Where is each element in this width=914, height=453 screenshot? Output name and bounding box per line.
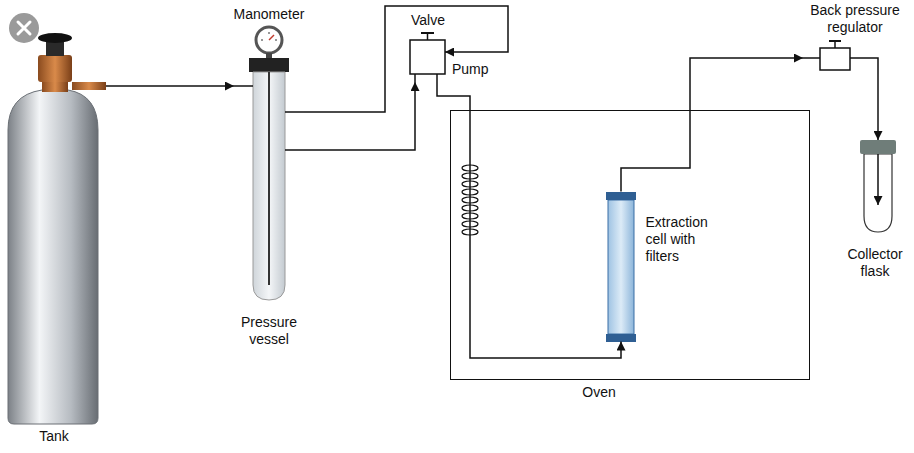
coil-winding <box>462 189 478 195</box>
flow-line <box>877 74 879 140</box>
collector-flask <box>860 140 896 232</box>
coil-winding <box>462 213 478 219</box>
part-label: Manometer <box>229 6 309 23</box>
node-label: Back pressure regulator <box>803 2 907 36</box>
flow-line <box>106 85 234 87</box>
coil-winding <box>462 205 478 211</box>
node-label: Pump <box>452 61 498 78</box>
valve-pump <box>410 33 445 82</box>
extraction-cell: Extraction cell with filters <box>598 192 758 342</box>
pressure-vessel <box>234 27 304 300</box>
back-pressure-regulator: Back pressure regulator <box>803 2 907 74</box>
node-label: Valve <box>406 12 450 29</box>
coil-winding <box>462 229 478 235</box>
collector-flask: Collector flask <box>840 140 910 280</box>
flow-line <box>437 82 621 358</box>
back-pressure-regulator <box>803 41 878 74</box>
oven-box: OvenExtraction cell with filters <box>450 110 810 380</box>
flow-line <box>304 82 415 150</box>
extraction-cell <box>606 192 636 342</box>
node-label: Pressure vessel <box>234 314 304 348</box>
node-label: Extraction cell with filters <box>646 214 728 265</box>
coil-winding <box>462 221 478 227</box>
coil-winding <box>462 165 478 171</box>
pressure-vessel: Pressure vessel <box>234 24 304 355</box>
node-label: Collector flask <box>840 246 910 280</box>
valve-pump: ValvePump <box>400 12 500 82</box>
gas-tank <box>8 13 106 424</box>
coil-winding <box>462 197 478 203</box>
node-label: Oven <box>569 384 629 401</box>
coil-winding <box>462 181 478 187</box>
bypass-line <box>304 6 508 112</box>
flow-line <box>621 58 803 192</box>
gas-tank: Tank <box>2 4 106 450</box>
node-label: Tank <box>2 428 106 445</box>
coil-winding <box>462 173 478 179</box>
